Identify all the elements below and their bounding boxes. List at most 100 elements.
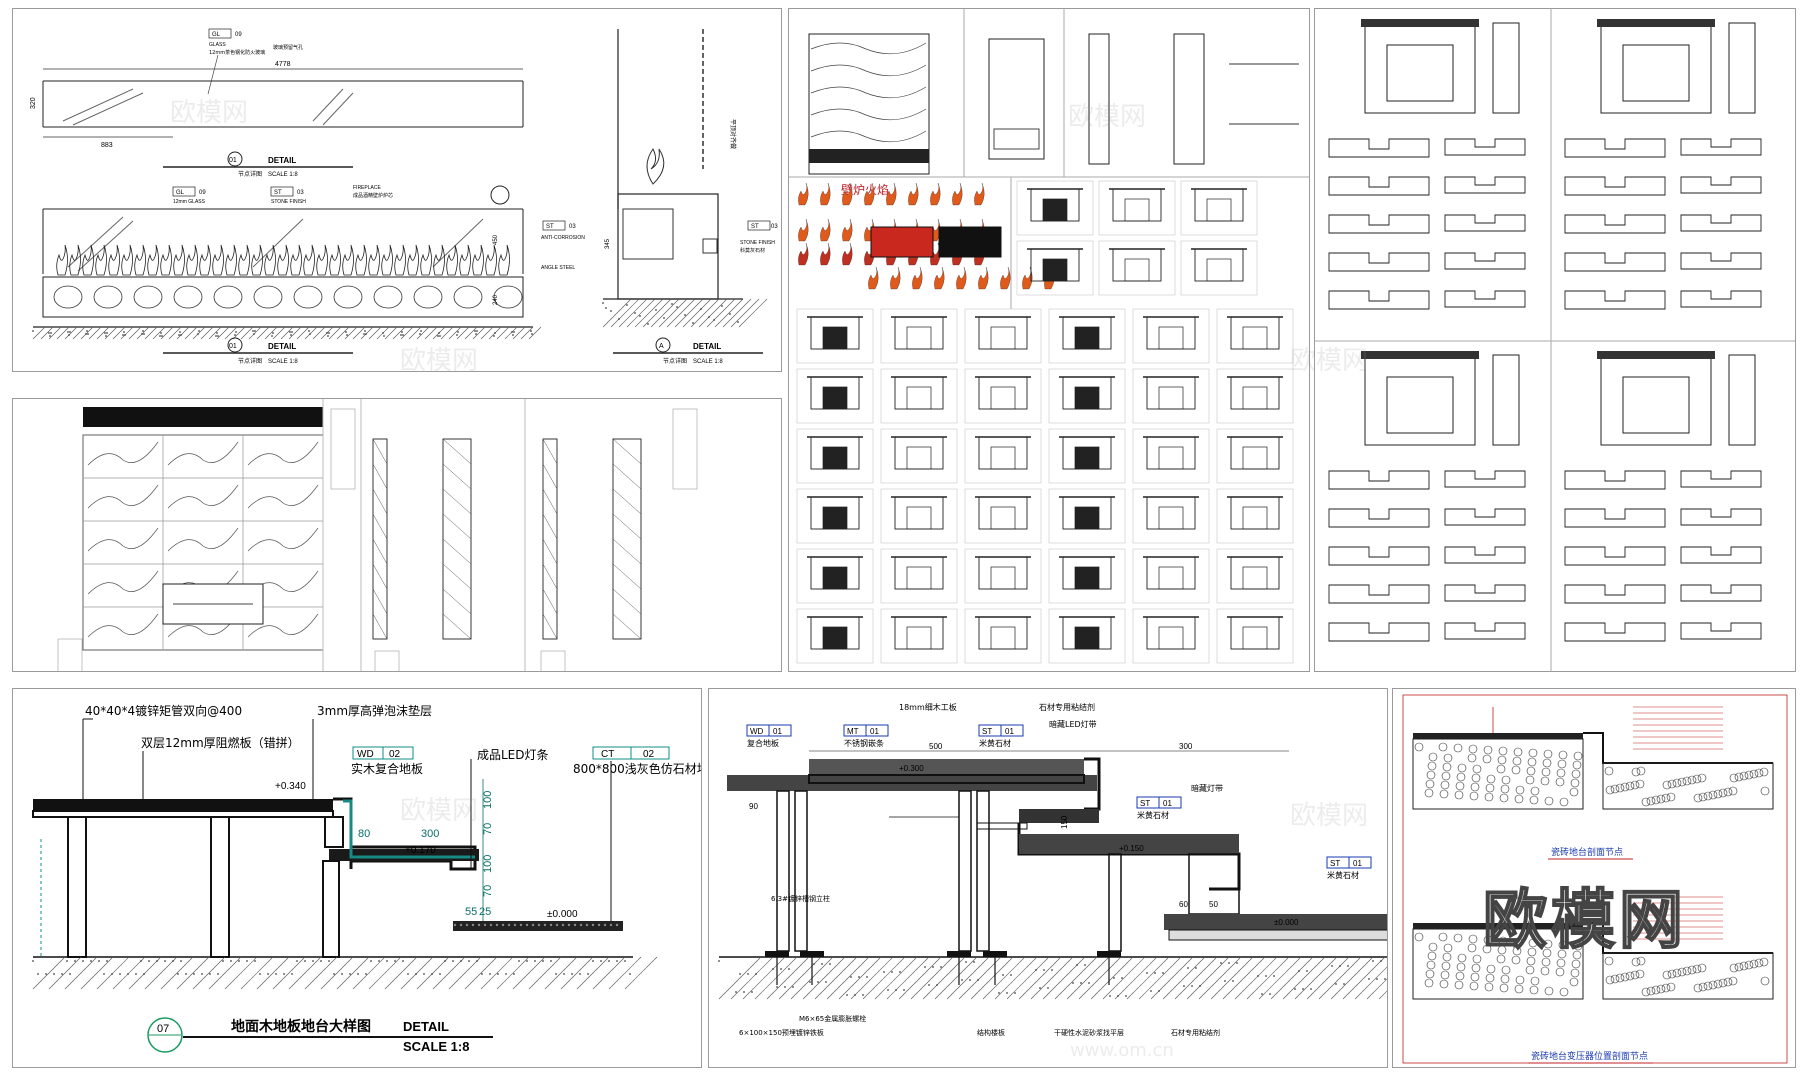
hatch-line [493,335,495,337]
hatch-line [895,989,897,991]
hatch-line [928,984,930,986]
caption-lower: 瓷砖地台变压器位置剖面节点 [1531,1050,1648,1062]
hatch-line [208,956,242,990]
gravel-stone [1558,750,1568,760]
anchor-plate [800,951,824,957]
hatch-line [496,956,530,990]
hatch-line [887,989,889,991]
fireplace-opening [990,626,1016,650]
gravel-stone [1453,933,1463,943]
flame-sample [956,266,967,290]
wall-section-brace [612,463,642,490]
molding-profile [1328,290,1430,310]
tag-st-mid-num: 01 [1163,799,1172,808]
marble-vein [87,570,159,595]
hatch-line [1342,956,1386,1000]
flame-glyph [498,244,510,276]
flame-glyph [82,244,94,276]
tag-ct: CT [601,749,614,760]
molding-profile [1564,508,1666,528]
tag-st-right: ST [1330,859,1340,868]
hatch-line [185,973,187,975]
flame-glyph [368,244,380,276]
tile-bed-dot [525,923,529,927]
hatch-line [825,981,827,983]
gravel-stone [1424,978,1434,988]
tag-st: ST [982,727,992,736]
hatch-line [1330,956,1374,1000]
gravel-stone [1454,790,1464,800]
wall-section-brace [372,488,388,515]
hatch-line [420,330,422,332]
gravel-stone [1744,770,1754,780]
hatch-line [676,306,678,308]
hatch-line [1220,962,1222,964]
fireplace-opening [906,626,932,650]
fireplace-opening [906,326,932,350]
hatch-line [320,956,354,990]
wall-section-brace [612,563,642,590]
hatch-line [600,960,602,962]
hatch-line [1282,956,1326,1000]
molding-profile [1328,470,1430,490]
hatch-line [122,334,124,336]
hatch-line [1380,960,1382,962]
hatch-line [64,326,78,340]
fireplace-outline [1146,616,1196,650]
hatch-line [1150,990,1152,992]
gravel-stone [1544,986,1554,996]
hatch-line [1191,985,1193,987]
hatch-line [1102,956,1146,1000]
hatch-line [1150,956,1194,1000]
fireplace-outline [1146,436,1196,470]
level-340: +0.340 [275,781,306,792]
tag-st-num: 01 [1005,727,1014,736]
tile-bed-dot [465,923,469,927]
hatch-line [817,981,819,983]
molding-profile [1444,508,1526,526]
tag-03-a-left: 03 [569,224,576,230]
thumbnail-frame [964,308,1042,364]
hatch-line [144,326,158,340]
molding-profile [1680,176,1762,194]
hatch-line [1030,956,1074,1000]
wall-section-brace [372,563,388,590]
stone-base-pattern [53,285,523,309]
hatch-line [267,973,269,975]
gravel-stone [1441,771,1451,781]
panel-stone-step-section: 90 WD 01 复合地板 MT 01 不锈钢嵌条 ST 01 米黄石材 18m… [708,688,1388,1068]
flame-sample [820,182,831,206]
gravel-stone [1682,776,1692,786]
flame-glyph [420,244,432,276]
fireplace-opening [822,446,848,470]
gravel-stone [1540,966,1550,976]
hatch-line [1187,967,1189,969]
hatch-line [626,298,656,328]
label-tile: 800*800浅灰色仿石材地砖 [573,761,702,776]
hatch-line [1066,956,1110,1000]
panel-marble-wall-elevations [12,398,782,672]
gravel-stone [1499,983,1509,993]
gravel-stone [1527,947,1537,957]
fireplace-outline [978,616,1028,650]
hatch-line [56,326,70,340]
hatch-line [512,334,514,336]
hatch-line [168,326,182,340]
wall-section-brace [612,538,642,565]
flame-glyph [381,244,393,276]
hatch-line [1246,956,1290,1000]
hatch-line [50,332,52,334]
hatch-line [579,973,581,975]
hatch-line [184,326,198,340]
hatch-line [401,331,403,333]
gravel-stone [1453,743,1463,753]
gravel-stone [1661,793,1671,803]
molding-profile [1444,546,1526,564]
hatch-line [608,956,642,990]
wall-section-brace [612,438,642,465]
hatch-line [272,326,286,340]
hatch-line [378,960,380,962]
hatch-line [1376,978,1378,980]
stone-shape [293,285,323,309]
gravel-stone [1544,796,1554,806]
